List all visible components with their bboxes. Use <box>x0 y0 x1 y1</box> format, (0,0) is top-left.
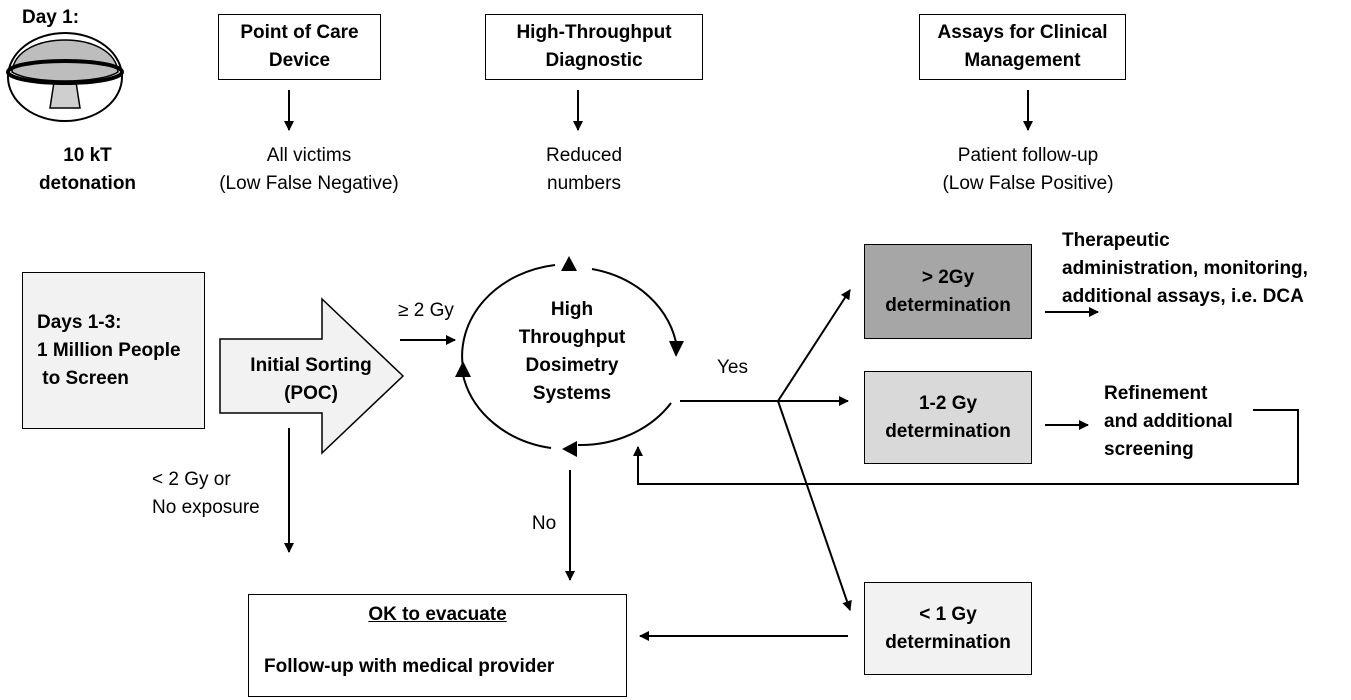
lt2-gy-label: < 2 Gy or No exposure <box>152 466 260 522</box>
therapeutic-outcome: Therapeutic administration, monitoring, … <box>1062 227 1308 311</box>
cycle-line-2: Throughput <box>518 327 626 348</box>
yes-text: Yes <box>717 357 748 378</box>
point-of-care-line-2: Device <box>268 50 331 71</box>
lt1-line-1: < 1 Gy <box>919 603 977 625</box>
htd-note: Reduced numbers <box>504 142 664 198</box>
refinement-line-3: screening <box>1104 439 1194 460</box>
poc-note: All victims (Low False Negative) <box>194 142 424 198</box>
refinement-outcome: Refinement and additional screening <box>1104 380 1233 464</box>
htd-line-1: High-Throughput <box>516 22 672 43</box>
cycle-arrowhead-right <box>669 341 684 357</box>
dosimetry-cycle <box>461 264 678 449</box>
cycle-arrowhead-bottom <box>562 441 577 457</box>
r12-gy-box: 1-2 Gy determination <box>864 371 1032 464</box>
evacuate-title: OK to evacuate <box>368 604 507 625</box>
days-line-2: 1 Million People <box>37 339 181 361</box>
point-of-care-line-1: Point of Care <box>240 22 359 43</box>
cycle-line-3: Dosimetry <box>525 355 619 376</box>
dosimetry-systems-label: High Throughput Dosimetry Systems <box>512 296 632 408</box>
no-text: No <box>531 513 557 534</box>
r12-line-2: determination <box>885 420 1011 442</box>
ge2-gy-text: ≥ 2 Gy <box>398 300 454 321</box>
lt1-gy-box: < 1 Gy determination <box>864 582 1032 675</box>
day1-label-text: Day 1: <box>22 7 80 28</box>
days-screen-box: Days 1-3: 1 Million People to Screen <box>22 272 205 429</box>
initial-sorting-label: Initial Sorting (POC) <box>226 352 396 408</box>
cycle-arrowhead-left <box>455 361 471 377</box>
no-label: No <box>524 510 564 538</box>
day1-label: Day 1: <box>22 4 79 32</box>
arrow-to-lt1 <box>777 400 852 611</box>
therapeutic-line-1: Therapeutic <box>1062 230 1170 251</box>
detonation-line-2: detonation <box>38 173 137 194</box>
cycle-line-4: Systems <box>532 383 612 404</box>
gt2-line-1: > 2Gy <box>921 266 975 288</box>
refinement-line-1: Refinement <box>1104 383 1208 404</box>
evacuate-followup: Follow-up with medical provider <box>264 656 555 677</box>
ge2-gy-label: ≥ 2 Gy <box>386 297 466 325</box>
point-of-care-box: Point of Care Device <box>218 14 381 80</box>
days-line-1: Days 1-3: <box>37 311 122 333</box>
lt1-line-2: determination <box>885 631 1011 653</box>
poc-note-line-1: All victims <box>266 145 352 166</box>
clinical-note-line-1: Patient follow-up <box>957 145 1099 166</box>
therapeutic-line-2: administration, monitoring, <box>1062 258 1308 279</box>
clinical-assays-box: Assays for Clinical Management <box>919 14 1126 80</box>
clinical-note-line-2: (Low False Positive) <box>942 173 1114 194</box>
yes-label: Yes <box>710 354 755 382</box>
therapeutic-line-3: additional assays, i.e. DCA <box>1062 286 1304 307</box>
high-throughput-diagnostic-box: High-Throughput Diagnostic <box>485 14 703 80</box>
sorting-line-1: Initial Sorting <box>250 355 372 376</box>
sorting-line-2: (POC) <box>284 383 338 404</box>
days-line-3: to Screen <box>37 367 129 389</box>
detonation-label: 10 kT detonation <box>20 142 155 198</box>
htd-line-2: Diagnostic <box>545 50 643 71</box>
cycle-line-1: High <box>550 299 594 320</box>
arrow-refinement-loop <box>633 409 1299 485</box>
poc-note-line-2: (Low False Negative) <box>219 173 399 194</box>
clinical-line-2: Management <box>964 50 1081 71</box>
gt2-line-2: determination <box>885 294 1011 316</box>
arrow-to-gt2 <box>777 289 851 402</box>
lt2-line-1: < 2 Gy or <box>152 469 231 490</box>
clinical-line-1: Assays for Clinical <box>937 22 1108 43</box>
refinement-line-2: and additional <box>1104 411 1233 432</box>
detonation-line-1: 10 kT <box>63 145 112 166</box>
lt2-line-2: No exposure <box>152 497 260 518</box>
gt2-gy-box: > 2Gy determination <box>864 244 1032 339</box>
clinical-note: Patient follow-up (Low False Positive) <box>918 142 1138 198</box>
htd-note-line-1: Reduced <box>545 145 623 166</box>
cycle-arrowhead-top <box>561 256 577 271</box>
r12-line-1: 1-2 Gy <box>918 392 978 414</box>
htd-note-line-2: numbers <box>547 173 621 194</box>
initial-sorting-arrow-shape <box>219 297 405 455</box>
mushroom-cloud-icon <box>6 32 124 122</box>
evacuate-box: OK to evacuate Follow-up with medical pr… <box>248 594 627 697</box>
